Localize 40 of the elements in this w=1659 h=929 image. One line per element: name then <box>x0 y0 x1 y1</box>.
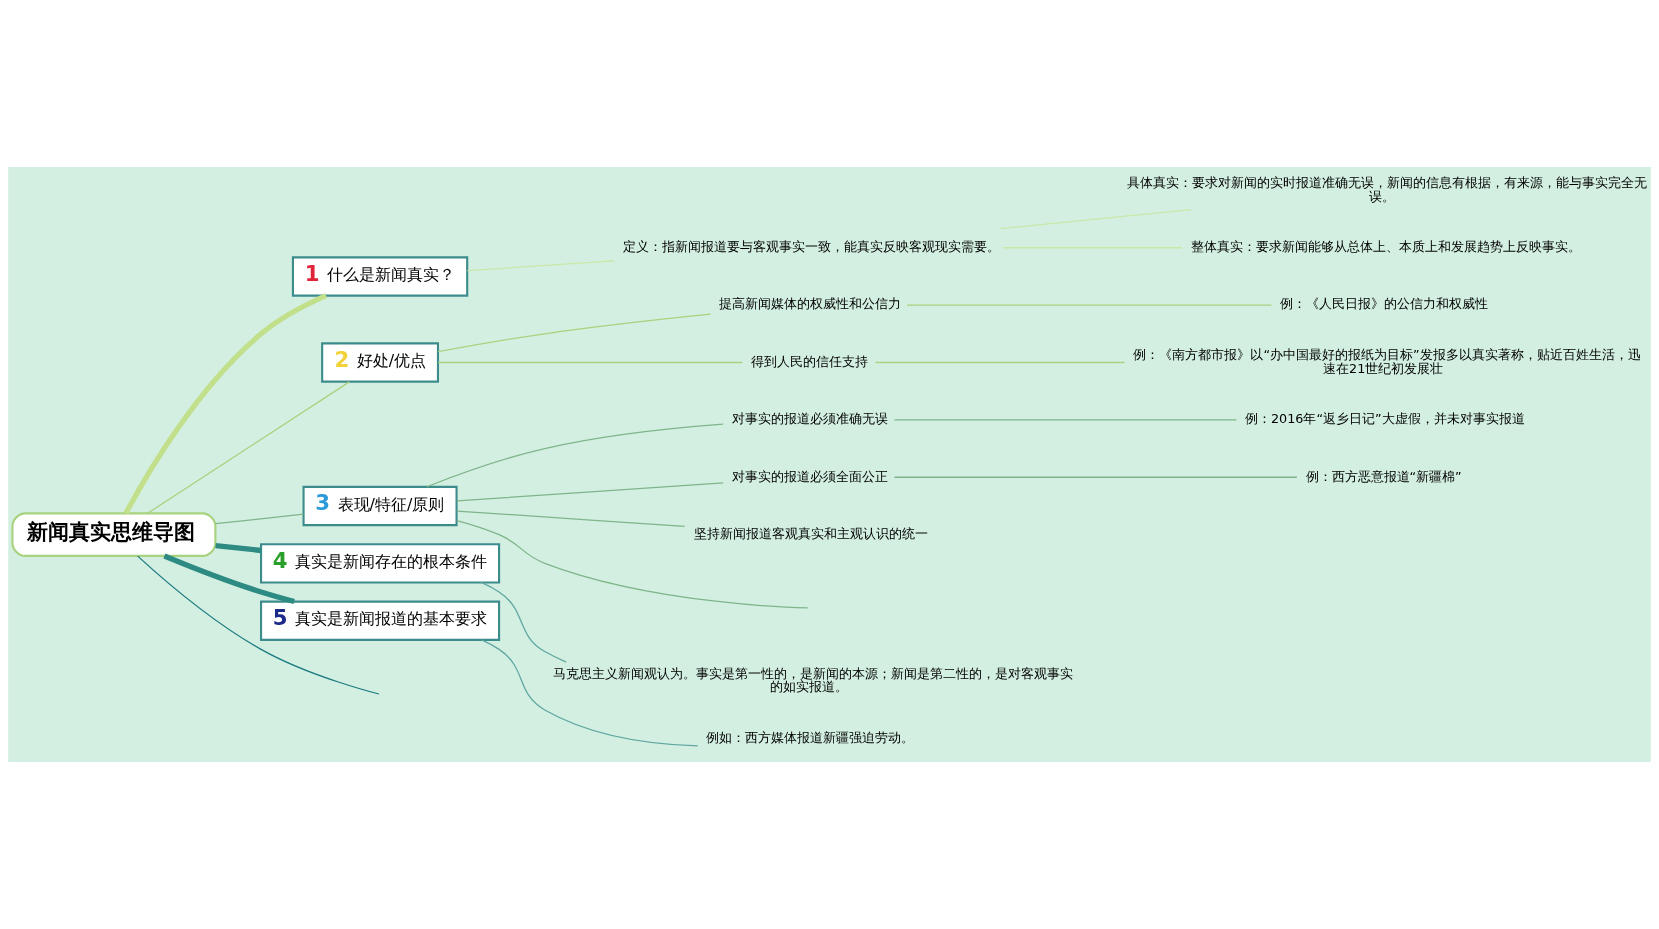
node-text: 提高新闻媒体的权威性和公信力 <box>719 296 901 312</box>
connector <box>137 555 380 695</box>
node-text: 具体真实：要求对新闻的实时报道准确无误，新闻的信息有根据，有来源，能与事实完全无误。 <box>1127 174 1647 204</box>
node-text: 得到人民的信任支持 <box>750 353 868 369</box>
connector <box>999 208 1192 230</box>
node-box: 4 真实是新闻存在的根本条件 <box>260 543 501 584</box>
node-text: 坚持新闻报道客观真实和主观认识的统一 <box>693 525 928 541</box>
node-box: 3 表现/特征/原则 <box>302 485 458 527</box>
connector <box>123 293 328 515</box>
node-box: 2 好处/优点 <box>321 342 440 383</box>
connector <box>1002 247 1183 249</box>
node-text: 马克思主义新闻观认为。事实是第一性的，是新闻的本源；新闻是第二性的，是对客观事实的如实报道。 <box>553 665 1074 695</box>
node-text: 定义：指新闻报道要与客观事实一致，能真实反映客观现实需要。 <box>623 239 1001 255</box>
connector <box>426 423 724 488</box>
node-text: 对事实的报道必须准确无误 <box>731 411 888 427</box>
node-text: 例如：西方媒体报道新疆强迫劳动。 <box>706 729 915 745</box>
connector <box>481 639 699 747</box>
node-box: 5 真实是新闻报道的基本要求 <box>260 600 501 641</box>
connector <box>874 361 1126 364</box>
connector <box>893 419 1237 421</box>
connector <box>437 361 743 364</box>
connector <box>893 476 1298 478</box>
node-box: 1 什么是新闻真实？ <box>291 256 469 297</box>
node-box: 新闻真实思维导图 <box>11 512 217 557</box>
connector <box>215 542 262 554</box>
connector <box>466 260 616 272</box>
node-text: 例：2016年“返乡日记”大虚假，并未对事实报道 <box>1244 411 1525 427</box>
node-text: 整体真实：要求新闻能够从总体上、本质上和发展趋势上反映事实。 <box>1190 239 1581 255</box>
connector <box>456 510 686 527</box>
node-text: 例：《南方都市报》以“办中国最好的报纸为目标”发报多以真实著称，贴近百姓生活，迅速在21世纪初发展壮 <box>1133 346 1641 376</box>
connector <box>480 581 567 663</box>
connector <box>456 519 809 609</box>
node-text: 例：西方恶意报道“新疆棉” <box>1305 468 1462 484</box>
connector <box>437 313 712 353</box>
node-text: 例：《人民日报》的公信力和权威性 <box>1280 296 1488 312</box>
node-text: 对事实的报道必须全面公正 <box>731 468 888 484</box>
connector <box>456 482 724 502</box>
connector <box>214 513 304 525</box>
connector <box>906 304 1273 306</box>
connector <box>146 381 350 514</box>
